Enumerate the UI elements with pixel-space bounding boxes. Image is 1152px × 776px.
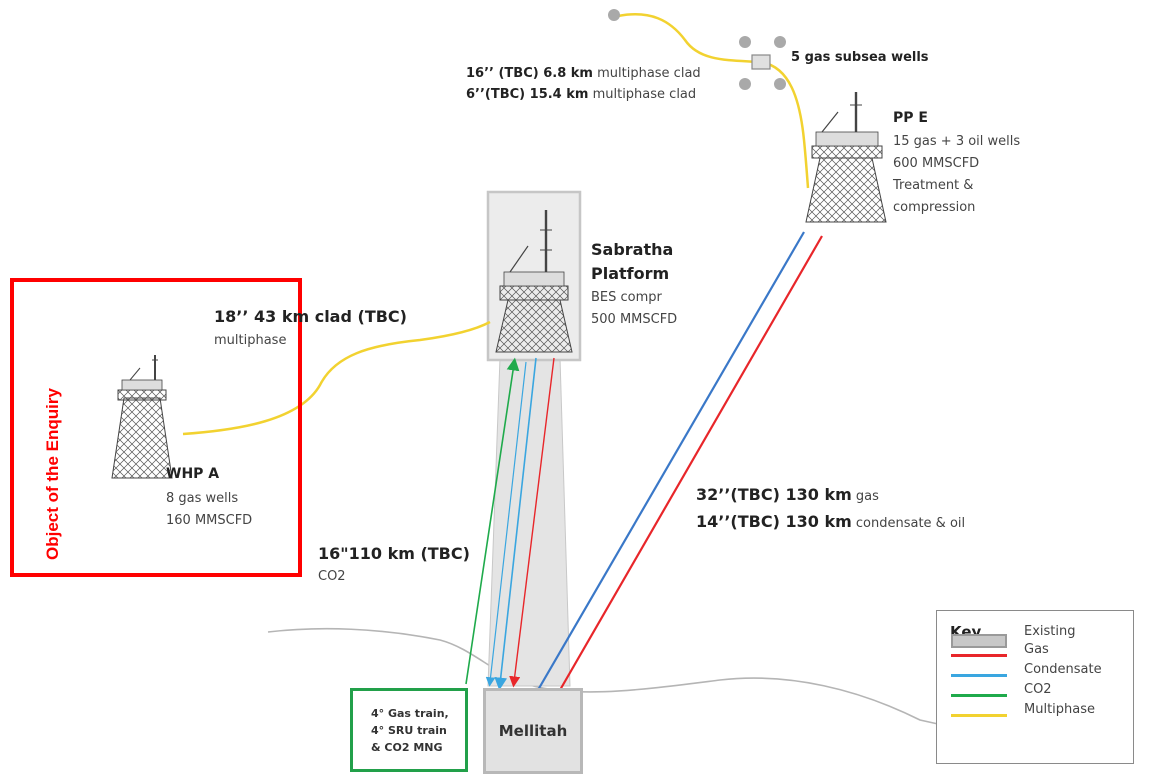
- ppe-treatment: Treatment &: [893, 178, 974, 193]
- co2-pipeline-title: 16"110 km (TBC): [318, 544, 470, 563]
- condensate-pipeline-sabratha-mellitah: [494, 357, 537, 691]
- legend-label-gas: Gas: [1024, 642, 1049, 657]
- legend-box: Key Existing Gas Condensate CO2 Multipha…: [936, 610, 1134, 764]
- sabratha-platform-icon: [495, 210, 573, 353]
- ppe-condensate-pipeline-product: condensate & oil: [851, 516, 966, 531]
- ppe-gas-pipeline-size: 32’’(TBC) 130 km: [696, 485, 852, 504]
- gas-train-line1: 4° Gas train,: [371, 707, 449, 720]
- ppe-condensate-pipeline-label: 14’’(TBC) 130 km condensate & oil: [696, 512, 965, 531]
- legend-label-multiphase: Multiphase: [1024, 702, 1096, 717]
- condensate-pipeline-ppe-mellitah: [537, 231, 805, 691]
- whpa-pipeline-title: 18’’ 43 km clad (TBC): [214, 307, 407, 326]
- gas-train-box: 4° Gas train, 4° SRU train & CO2 MNG: [350, 688, 468, 772]
- enquiry-highlight-box: [10, 278, 302, 577]
- subsea-manifold: [751, 54, 771, 70]
- subsea-well-marker: [608, 9, 620, 21]
- legend-label-existing: Existing: [1024, 624, 1076, 639]
- subsea-flowline-2-label: 6’’(TBC) 15.4 km multiphase clad: [466, 87, 696, 102]
- sabratha-title-line1: Sabratha: [591, 240, 674, 259]
- mellitah-terminal: Mellitah: [483, 688, 583, 774]
- co2-pipeline-type: CO2: [318, 569, 346, 584]
- co2-pipeline-mellitah-sabratha: [465, 357, 520, 685]
- legend-label-condensate: Condensate: [1024, 662, 1102, 677]
- ppe-wells: 15 gas + 3 oil wells: [893, 134, 1021, 149]
- whp-a-platform-icon: [111, 355, 173, 479]
- gas-pipeline-ppe-mellitah: [559, 235, 823, 691]
- sabratha-title-line2: Platform: [591, 264, 670, 283]
- legend-swatch-multiphase: [951, 714, 1007, 717]
- sabratha-compression: BES compr: [591, 290, 662, 305]
- ppe-title: PP E: [893, 110, 928, 126]
- condensate-return-line: [485, 361, 527, 687]
- ppe-compression: compression: [893, 200, 976, 215]
- gas-train-line3: & CO2 MNG: [371, 741, 443, 754]
- legend-swatch-existing: [951, 634, 1007, 648]
- subsea-wells-label: 5 gas subsea wells: [791, 50, 929, 65]
- enquiry-label: Object of the Enquiry: [43, 388, 62, 560]
- subsea-flowline-2-desc: multiphase clad: [588, 87, 697, 102]
- ppe-capacity: 600 MMSCFD: [893, 156, 980, 171]
- sabratha-capacity: 500 MMSCFD: [591, 312, 678, 327]
- ppe-platform-icon: [805, 92, 887, 223]
- gas-pipeline-sabratha-mellitah: [509, 357, 555, 688]
- subsea-flowline-1-size: 16’’ (TBC) 6.8 km: [466, 66, 593, 81]
- multiphase-pipeline-whpa-sabratha: [182, 320, 491, 436]
- whpa-title: WHP A: [166, 466, 220, 482]
- legend-swatch-gas: [951, 654, 1007, 657]
- subsea-flowline-1-desc: multiphase clad: [592, 66, 701, 81]
- gas-train-line2: 4° SRU train: [371, 724, 447, 737]
- subsea-flowline-1-label: 16’’ (TBC) 6.8 km multiphase clad: [466, 66, 701, 81]
- ppe-gas-pipeline-label: 32’’(TBC) 130 km gas: [696, 485, 879, 504]
- legend-label-co2: CO2: [1024, 682, 1052, 697]
- subsea-well-marker: [774, 78, 786, 90]
- existing-pipeline-corridor: [487, 357, 571, 687]
- ppe-gas-pipeline-product: gas: [851, 489, 879, 504]
- ppe-condensate-pipeline-size: 14’’(TBC) 130 km: [696, 512, 852, 531]
- whpa-wells: 8 gas wells: [166, 491, 239, 506]
- subsea-well-marker: [774, 36, 786, 48]
- legend-swatch-condensate: [951, 674, 1007, 677]
- subsea-flowline-2-size: 6’’(TBC) 15.4 km: [466, 87, 589, 102]
- whpa-capacity: 160 MMSCFD: [166, 513, 253, 528]
- subsea-well-marker: [739, 78, 751, 90]
- whpa-pipeline-type: multiphase: [214, 333, 287, 348]
- subsea-well-marker: [739, 36, 751, 48]
- legend-swatch-co2: [951, 694, 1007, 697]
- mellitah-label: Mellitah: [498, 722, 568, 740]
